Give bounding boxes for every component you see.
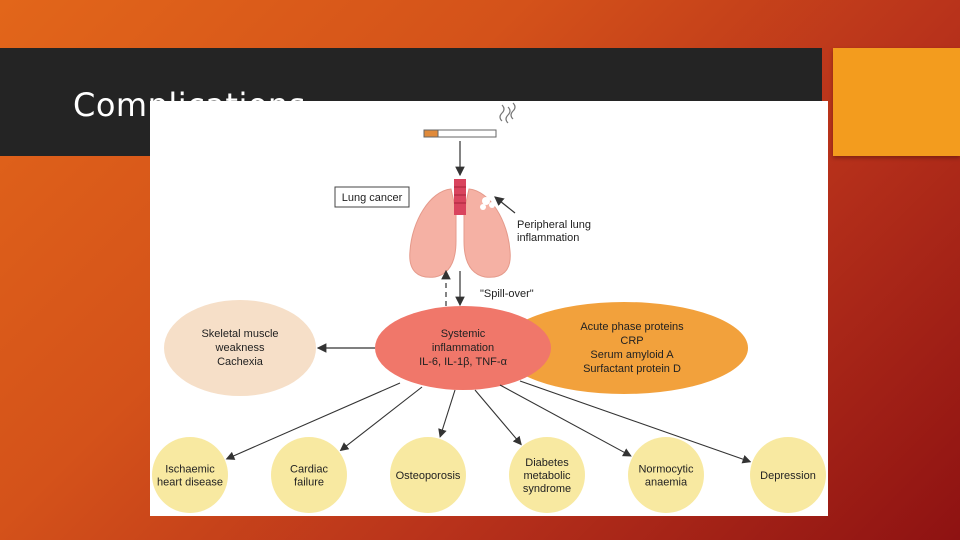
diagram-figure: Lung cancer Peripheral lung inflammation… xyxy=(150,101,828,516)
peripheral-label-1: Peripheral lung xyxy=(517,219,591,231)
outcome-circle xyxy=(271,437,347,513)
outcome-label: syndrome xyxy=(523,483,571,495)
acute-phase-line-1: Acute phase proteins xyxy=(580,321,684,333)
arrow-to-outcome xyxy=(225,382,401,460)
lung-cancer-label: Lung cancer xyxy=(342,192,403,204)
complications-diagram: Lung cancer Peripheral lung inflammation… xyxy=(152,102,826,513)
outcome-label: failure xyxy=(294,477,324,489)
outcome-label: Cardiac xyxy=(290,464,328,476)
cigarette-icon xyxy=(423,102,516,138)
outcome-circle xyxy=(152,437,228,513)
acute-phase-line-3: Serum amyloid A xyxy=(590,349,674,361)
outcome-label: anaemia xyxy=(645,477,688,489)
arrow-to-outcome xyxy=(499,384,632,457)
skeletal-line-2: weakness xyxy=(215,342,265,354)
acute-phase-line-4: Surfactant protein D xyxy=(583,363,681,375)
skeletal-line-3: Cachexia xyxy=(217,356,264,368)
acute-phase-line-2: CRP xyxy=(620,335,643,347)
arrow-to-outcome xyxy=(474,389,522,446)
lung-cancer-box xyxy=(334,186,410,208)
outcome-circle xyxy=(390,437,466,513)
outcome-label: heart disease xyxy=(157,477,223,489)
outcome-label: Normocytic xyxy=(638,464,694,476)
spill-over-label: "Spill-over" xyxy=(480,288,534,300)
skeletal-line-1: Skeletal muscle xyxy=(201,328,278,340)
trachea-icon xyxy=(454,179,466,215)
accent-block xyxy=(833,48,960,156)
arrow-to-outcome xyxy=(438,389,456,438)
outcome-circle xyxy=(509,437,585,513)
systemic-line-2: inflammation xyxy=(432,342,494,354)
peripheral-label-2: inflammation xyxy=(517,232,579,244)
arrow-to-outcome xyxy=(339,386,423,452)
outcome-label: Ischaemic xyxy=(165,464,215,476)
outcome-label: Depression xyxy=(760,470,816,482)
systemic-inflammation-ellipse xyxy=(375,306,551,390)
arrow-to-outcome xyxy=(519,380,752,464)
outcome-circle xyxy=(750,437,826,513)
arrow-peripheral xyxy=(494,196,516,214)
outcome-circle xyxy=(628,437,704,513)
lungs-icon xyxy=(409,179,511,278)
systemic-line-3: IL-6, IL-1β, TNF-α xyxy=(419,356,508,368)
systemic-line-1: Systemic xyxy=(441,328,486,340)
outcome-label: Diabetes xyxy=(525,457,569,469)
acute-phase-ellipse xyxy=(500,302,748,394)
skeletal-muscle-ellipse xyxy=(164,300,316,396)
outcome-label: metabolic xyxy=(523,470,571,482)
outcome-label: Osteoporosis xyxy=(396,470,461,482)
